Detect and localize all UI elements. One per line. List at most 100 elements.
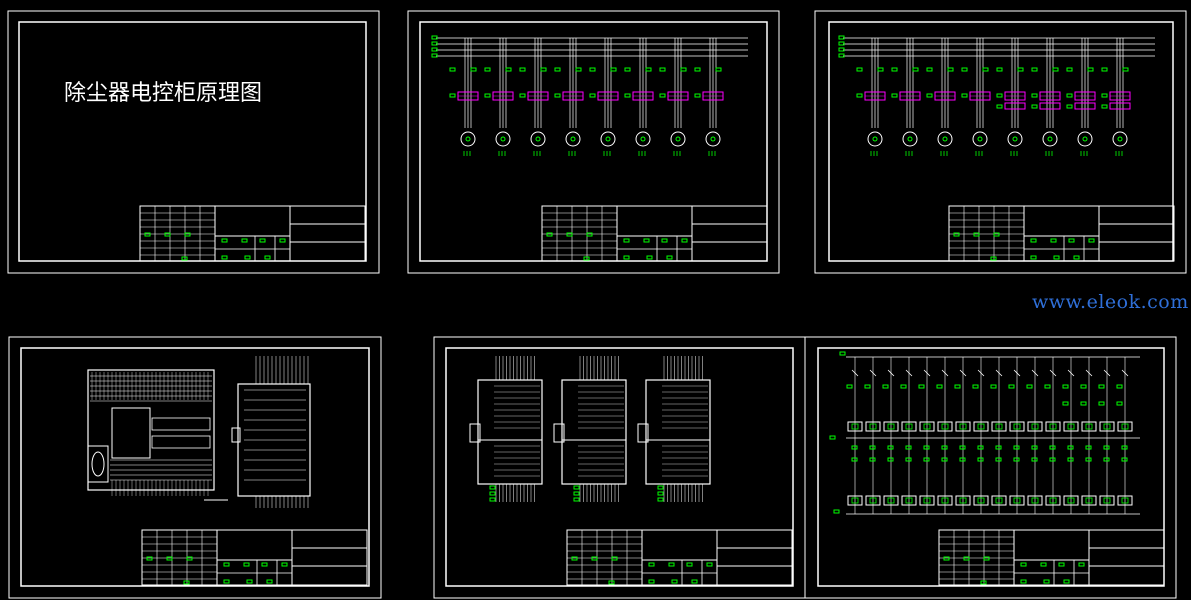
title-block-middle: [641, 529, 718, 586]
breaker-mark: [961, 67, 968, 72]
control-switch: [887, 369, 895, 377]
relay-indicator: [1049, 423, 1057, 430]
sheet-border: [804, 336, 1177, 599]
control-switch: [923, 369, 931, 377]
control-mark: [1080, 384, 1087, 389]
relay-coil: [1045, 495, 1061, 506]
control-mark: [923, 445, 930, 450]
relay-coil: [1117, 495, 1133, 506]
control-mark: [1067, 445, 1074, 450]
breaker-mark: [891, 67, 898, 72]
control-mark: [905, 457, 912, 462]
motor-circuit-group: [431, 35, 748, 156]
title-block-mark: [221, 238, 228, 243]
title-block: [948, 205, 1175, 262]
sheet-motor-power-1[interactable]: [407, 10, 780, 274]
terminal-mark: [694, 93, 701, 98]
title-block-mark: [1030, 238, 1037, 243]
relay-indicator: [1085, 497, 1093, 504]
io-clip: [469, 423, 481, 443]
title-block-mark: [983, 556, 990, 561]
relay-coil: [847, 495, 863, 506]
bus-terminal: [431, 47, 438, 52]
sheet-control-circuit[interactable]: [804, 336, 1177, 599]
relay-coil: [973, 495, 989, 506]
title-block-mark: [146, 556, 153, 561]
title-block-middle: [616, 205, 693, 262]
control-mark: [972, 384, 979, 389]
relay-coil: [1027, 495, 1043, 506]
motor-symbol: [1007, 131, 1023, 147]
sheet-plc-io-modules[interactable]: [433, 336, 806, 599]
relay-indicator: [887, 423, 895, 430]
breaker-mark: [715, 67, 722, 72]
relay-indicator: [1121, 497, 1129, 504]
control-switch: [905, 369, 913, 377]
io-module: [561, 379, 627, 485]
title-block-mark: [243, 562, 250, 567]
title-block: [541, 205, 768, 262]
breaker-mark: [1122, 67, 1129, 72]
terminal-mark: [996, 104, 1003, 109]
drawing-frame: [445, 347, 794, 587]
title-block-mark: [1040, 562, 1047, 567]
title-block-mark: [953, 232, 960, 237]
sheet-cover[interactable]: [7, 10, 380, 274]
io-mark: [489, 485, 496, 490]
control-mark: [887, 457, 894, 462]
motor-symbol: [565, 131, 581, 147]
relay-indicator: [905, 423, 913, 430]
motor-core: [710, 136, 716, 142]
motor-symbol: [1077, 131, 1093, 147]
title-block-mark: [668, 562, 675, 567]
control-mark: [869, 457, 876, 462]
breaker-mark: [645, 67, 652, 72]
relay-coil: [955, 495, 971, 506]
control-switch: [1103, 369, 1111, 377]
title-block: [139, 205, 366, 262]
title-block-mark: [980, 580, 987, 585]
sheet-motor-power-2[interactable]: [814, 10, 1187, 274]
thermal-relay: [1109, 102, 1131, 110]
title-block-mark: [221, 255, 228, 260]
title-block-mark: [223, 562, 230, 567]
breaker-mark: [1087, 67, 1094, 72]
relay-indicator: [1013, 497, 1021, 504]
relay-indicator: [851, 497, 859, 504]
terminal-mark: [484, 93, 491, 98]
control-mark: [1103, 457, 1110, 462]
title-block-mark: [646, 255, 653, 260]
title-block-mark: [1063, 579, 1070, 584]
title-block-right: [716, 529, 793, 586]
relay-indicator: [887, 497, 895, 504]
sheet-plc-layout[interactable]: [8, 336, 382, 599]
relay-indicator: [1013, 423, 1021, 430]
relay-coil: [919, 421, 935, 432]
title-block-mark: [1053, 255, 1060, 260]
title-block-mark: [546, 232, 553, 237]
control-mark: [1116, 401, 1123, 406]
title-block-mark: [571, 556, 578, 561]
relay-indicator: [995, 497, 1003, 504]
control-mark: [1080, 401, 1087, 406]
title-block-mark: [643, 238, 650, 243]
sheet-border: [8, 336, 382, 599]
relay-coil: [1045, 421, 1061, 432]
motor-symbol: [867, 131, 883, 147]
control-mark: [954, 384, 961, 389]
title-block-mark: [608, 580, 615, 585]
control-switch: [941, 369, 949, 377]
title-block-mark: [259, 238, 266, 243]
title-block: [938, 529, 1165, 586]
breaker-mark: [589, 67, 596, 72]
motor-symbol: [972, 131, 988, 147]
control-mark: [1116, 384, 1123, 389]
relay-coil: [1063, 421, 1079, 432]
terminal-mark: [624, 93, 631, 98]
title-block-mark: [166, 556, 173, 561]
control-mark: [851, 445, 858, 450]
breaker-mark: [554, 67, 561, 72]
sheet-border: [407, 10, 780, 274]
control-mark: [995, 445, 1002, 450]
io-clip: [637, 423, 649, 443]
